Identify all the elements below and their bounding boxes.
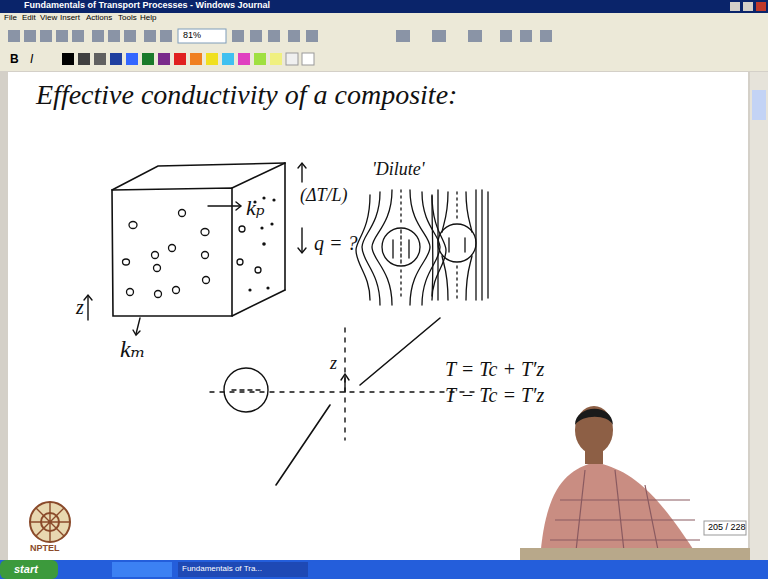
task-label: Fundamentals of Tra... [182,565,262,574]
gradient-label: (ΔT/L) [300,186,348,206]
window-title: Fundamentals of Transport Processes - Wi… [24,1,270,11]
color-swatches [62,53,314,65]
scrollbar [750,72,768,560]
title-bar [0,0,768,13]
page-counter-box [704,521,746,535]
axis-label: z [76,296,84,318]
menu-item: Actions [86,14,112,23]
menu-item: Edit [22,14,36,23]
scroll-thumb [752,90,766,120]
menu-bar [0,13,768,25]
start-button [0,560,58,579]
zoom-box [178,29,226,43]
toolbar [0,25,768,71]
bold-button: B [10,53,19,66]
particles [123,210,262,298]
composite-cube [112,163,285,316]
menu-item: File [4,14,17,23]
logo-text: NPTEL [30,544,60,554]
window-button [730,2,740,11]
window-button [756,2,766,11]
menu-item: Insert [60,14,80,23]
dilute-label: 'Dilute' [372,160,425,180]
lecturer [520,406,750,560]
coordinate-axes [210,318,480,485]
equation: T − Tc = T′z [445,384,544,406]
toolbar-icons [8,30,552,42]
zoom-value: 81% [183,31,201,41]
equation: T = Tc + T′z [445,358,544,380]
leader-lines [84,163,306,335]
axis-label: z [330,354,337,374]
window-button [743,2,753,11]
task-button [112,562,172,577]
nptel-logo [30,502,70,542]
taskbar [0,560,768,579]
page-counter: 205 / 228 [708,523,746,533]
italic-button: I [30,53,33,66]
journal-page [8,72,748,560]
particle-conductivity: kₚ [246,196,265,220]
task-button [178,562,308,577]
menu-item: Help [140,14,156,23]
field-lines [356,190,488,305]
start-label: start [14,563,38,575]
menu-item: Tools [118,14,137,23]
matrix-conductivity: kₘ [120,336,145,362]
menu-item: View [40,14,57,23]
heat-flux-label: q = ? [314,232,358,254]
handwritten-heading: Effective conductivity of a composite: [36,80,457,111]
